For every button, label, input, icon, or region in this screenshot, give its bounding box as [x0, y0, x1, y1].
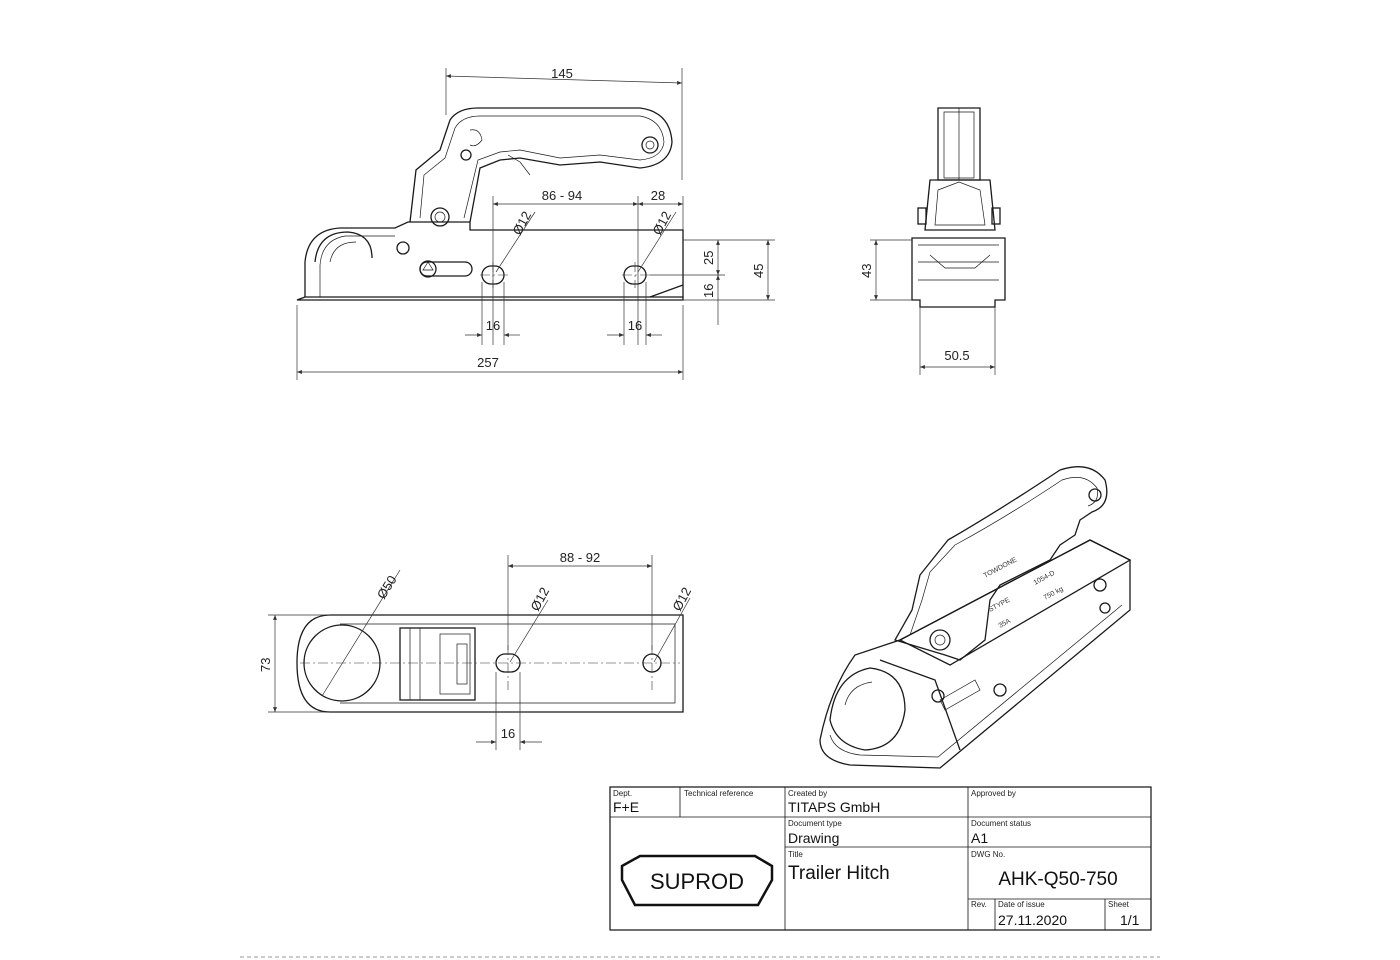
dim-hole-height: 25	[701, 251, 716, 265]
dim-top-slot-len: 16	[501, 726, 515, 741]
date-label: Date of issue	[998, 900, 1045, 909]
logo-text: SUPROD	[650, 869, 744, 894]
dept-label: Dept.	[613, 789, 632, 798]
dim-end-offset: 28	[651, 188, 665, 203]
dim-slot2-len: 16	[628, 318, 642, 333]
dim-slot1-len: 16	[486, 318, 500, 333]
rev-label: Rev.	[971, 900, 987, 909]
tech-ref-label: Technical reference	[684, 789, 754, 798]
side-view: 145 86 - 94 28 Ø12 Ø12 16 16 25 16	[296, 66, 775, 380]
sheet-label: Sheet	[1108, 900, 1130, 909]
iso-view: TOWDONE STYPE 1054-D 35A 750 kg	[819, 466, 1132, 769]
stamp-brand: TOWDONE	[983, 556, 1019, 579]
dim-top-width: 73	[258, 658, 273, 672]
dim-top-hole-spacing: 88 - 92	[560, 550, 600, 565]
doc-status-label: Document status	[971, 819, 1031, 828]
dim-front-width: 50.5	[944, 348, 969, 363]
dim-overall-length: 257	[477, 355, 499, 370]
sheet-value: 1/1	[1120, 912, 1140, 928]
title-label: Title	[788, 850, 803, 859]
date-value: 27.11.2020	[998, 912, 1067, 928]
top-view: 88 - 92 Ø12 Ø12 Ø50 73 16	[258, 550, 694, 750]
created-by-label: Created by	[788, 789, 827, 798]
stamp-line2: 1054-D	[1033, 570, 1057, 587]
title-value: Trailer Hitch	[788, 863, 890, 884]
dim-handle-length: 145	[551, 66, 573, 81]
dept-value: F+E	[613, 799, 639, 815]
dim-top-hole2-dia: Ø12	[669, 585, 694, 614]
dwg-no-label: DWG No.	[971, 850, 1005, 859]
dim-bottom-height: 16	[701, 284, 716, 298]
suprod-logo: SUPROD	[620, 854, 774, 907]
dim-top-hole1-dia: Ø12	[527, 585, 552, 614]
dwg-no-value: AHK-Q50-750	[998, 869, 1117, 890]
approved-by-label: Approved by	[971, 789, 1016, 798]
dim-front-height: 43	[859, 264, 874, 278]
title-block: Dept. F+E Technical reference Created by…	[609, 786, 1152, 931]
dim-hole2-dia: Ø12	[649, 209, 674, 238]
stamp-line3: 35A	[998, 618, 1013, 630]
doc-type-label: Document type	[788, 819, 842, 828]
created-by-value: TITAPS GmbH	[788, 799, 880, 815]
dim-total-height: 45	[751, 264, 766, 278]
front-view: 43 50.5	[859, 107, 1006, 375]
dim-hole-spacing: 86 - 94	[542, 188, 582, 203]
doc-status-value: A1	[971, 830, 988, 846]
doc-type-value: Drawing	[788, 830, 839, 846]
dim-hole1-dia: Ø12	[509, 209, 534, 238]
